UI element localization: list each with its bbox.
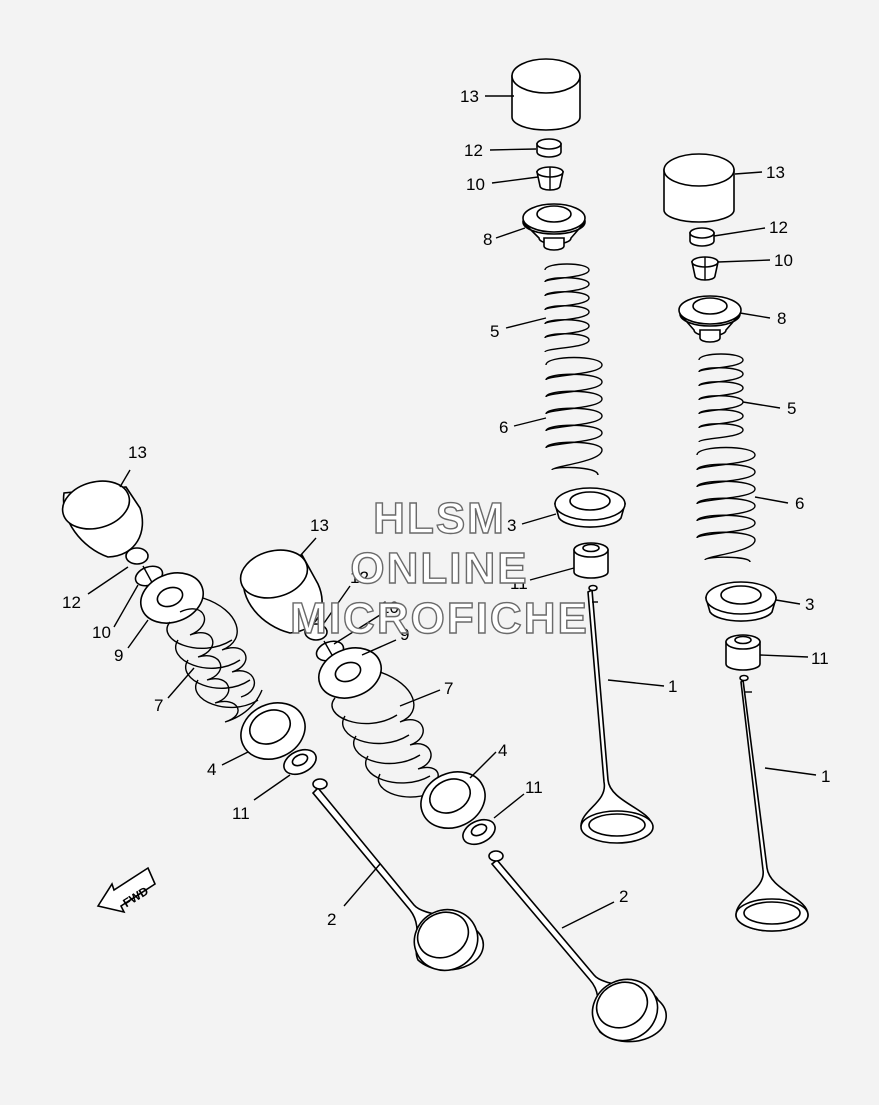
callout-5: 5 <box>490 322 499 341</box>
spring-retainer-9-middle <box>318 647 382 699</box>
spring-seat-4-left <box>240 702 306 760</box>
stem-seal-11-center <box>573 542 609 579</box>
adjusting-pad-12-left <box>125 547 149 565</box>
callout-12: 12 <box>464 141 483 160</box>
spring-retainer-9-left <box>140 572 204 624</box>
callout-10: 10 <box>380 598 399 617</box>
callout-6: 6 <box>795 494 804 513</box>
spring-retainer-8-right <box>678 295 742 343</box>
spring-seat-4-middle <box>420 771 486 829</box>
valve-spring-5-right <box>698 353 744 443</box>
valve-1-right <box>735 674 809 932</box>
valve-cotter-10-center <box>536 166 564 191</box>
callout-2: 2 <box>619 887 628 906</box>
callout-11: 11 <box>525 778 543 797</box>
adjusting-pad-12-right <box>689 227 715 247</box>
callout-9: 9 <box>400 625 409 644</box>
valve-lifter-13-center <box>511 58 581 131</box>
stem-seal-11-left <box>283 748 317 776</box>
valve-set-middle <box>239 549 667 1043</box>
callout-4: 4 <box>207 760 216 779</box>
valve-set-right <box>663 153 809 932</box>
callout-11: 11 <box>510 574 528 593</box>
callout-7: 7 <box>154 696 163 715</box>
valve-2-middle <box>488 850 667 1043</box>
spring-seat-3-right <box>704 581 778 622</box>
callout-13: 13 <box>128 443 147 462</box>
callout-5: 5 <box>787 399 796 418</box>
callout-8: 8 <box>483 230 492 249</box>
callout-12: 12 <box>62 593 81 612</box>
valve-spring-5-center <box>544 263 590 353</box>
callout-numbers: 13 12 10 8 5 6 3 11 1 13 12 10 8 5 6 3 1… <box>62 87 830 929</box>
valve-spring-6-center <box>545 356 603 476</box>
valve-set-center <box>511 58 654 844</box>
callout-8: 8 <box>777 309 786 328</box>
valve-lifter-13-left <box>61 480 144 558</box>
callout-12: 12 <box>769 218 788 237</box>
valve-cotter-10-right <box>691 256 719 281</box>
valve-spring-7-left <box>166 597 263 723</box>
callout-10: 10 <box>466 175 485 194</box>
callout-9: 9 <box>114 646 123 665</box>
adjusting-pad-12-middle <box>304 623 328 641</box>
valve-set-left <box>61 480 485 972</box>
callout-12: 12 <box>350 568 369 587</box>
leader-lines <box>87 95 817 929</box>
stem-seal-11-right <box>725 634 761 671</box>
callout-1: 1 <box>668 677 677 696</box>
callout-13: 13 <box>310 516 329 535</box>
callout-10: 10 <box>774 251 793 270</box>
stem-seal-11-middle <box>462 818 496 846</box>
spring-seat-3-center <box>553 487 627 528</box>
valve-lifter-13-middle <box>239 549 323 634</box>
valve-lifter-13-right <box>663 153 735 223</box>
callout-4: 4 <box>498 741 507 760</box>
callout-10: 10 <box>92 623 111 642</box>
spring-retainer-8-center <box>522 203 586 251</box>
adjusting-pad-12-center <box>536 138 562 158</box>
fwd-direction-arrow: FWD <box>96 866 157 914</box>
callout-1: 1 <box>821 767 830 786</box>
valve-spring-7-middle <box>331 671 439 798</box>
callout-3: 3 <box>507 516 516 535</box>
callout-6: 6 <box>499 418 508 437</box>
callout-13: 13 <box>766 163 785 182</box>
callout-13: 13 <box>460 87 479 106</box>
callout-11: 11 <box>811 649 829 668</box>
callout-7: 7 <box>444 679 453 698</box>
callout-3: 3 <box>805 595 814 614</box>
valve-spring-6-right <box>696 446 756 563</box>
valve-2-left <box>311 778 485 972</box>
callout-11: 11 <box>232 804 250 823</box>
callout-2: 2 <box>327 910 336 929</box>
valve-1-center <box>580 584 654 844</box>
